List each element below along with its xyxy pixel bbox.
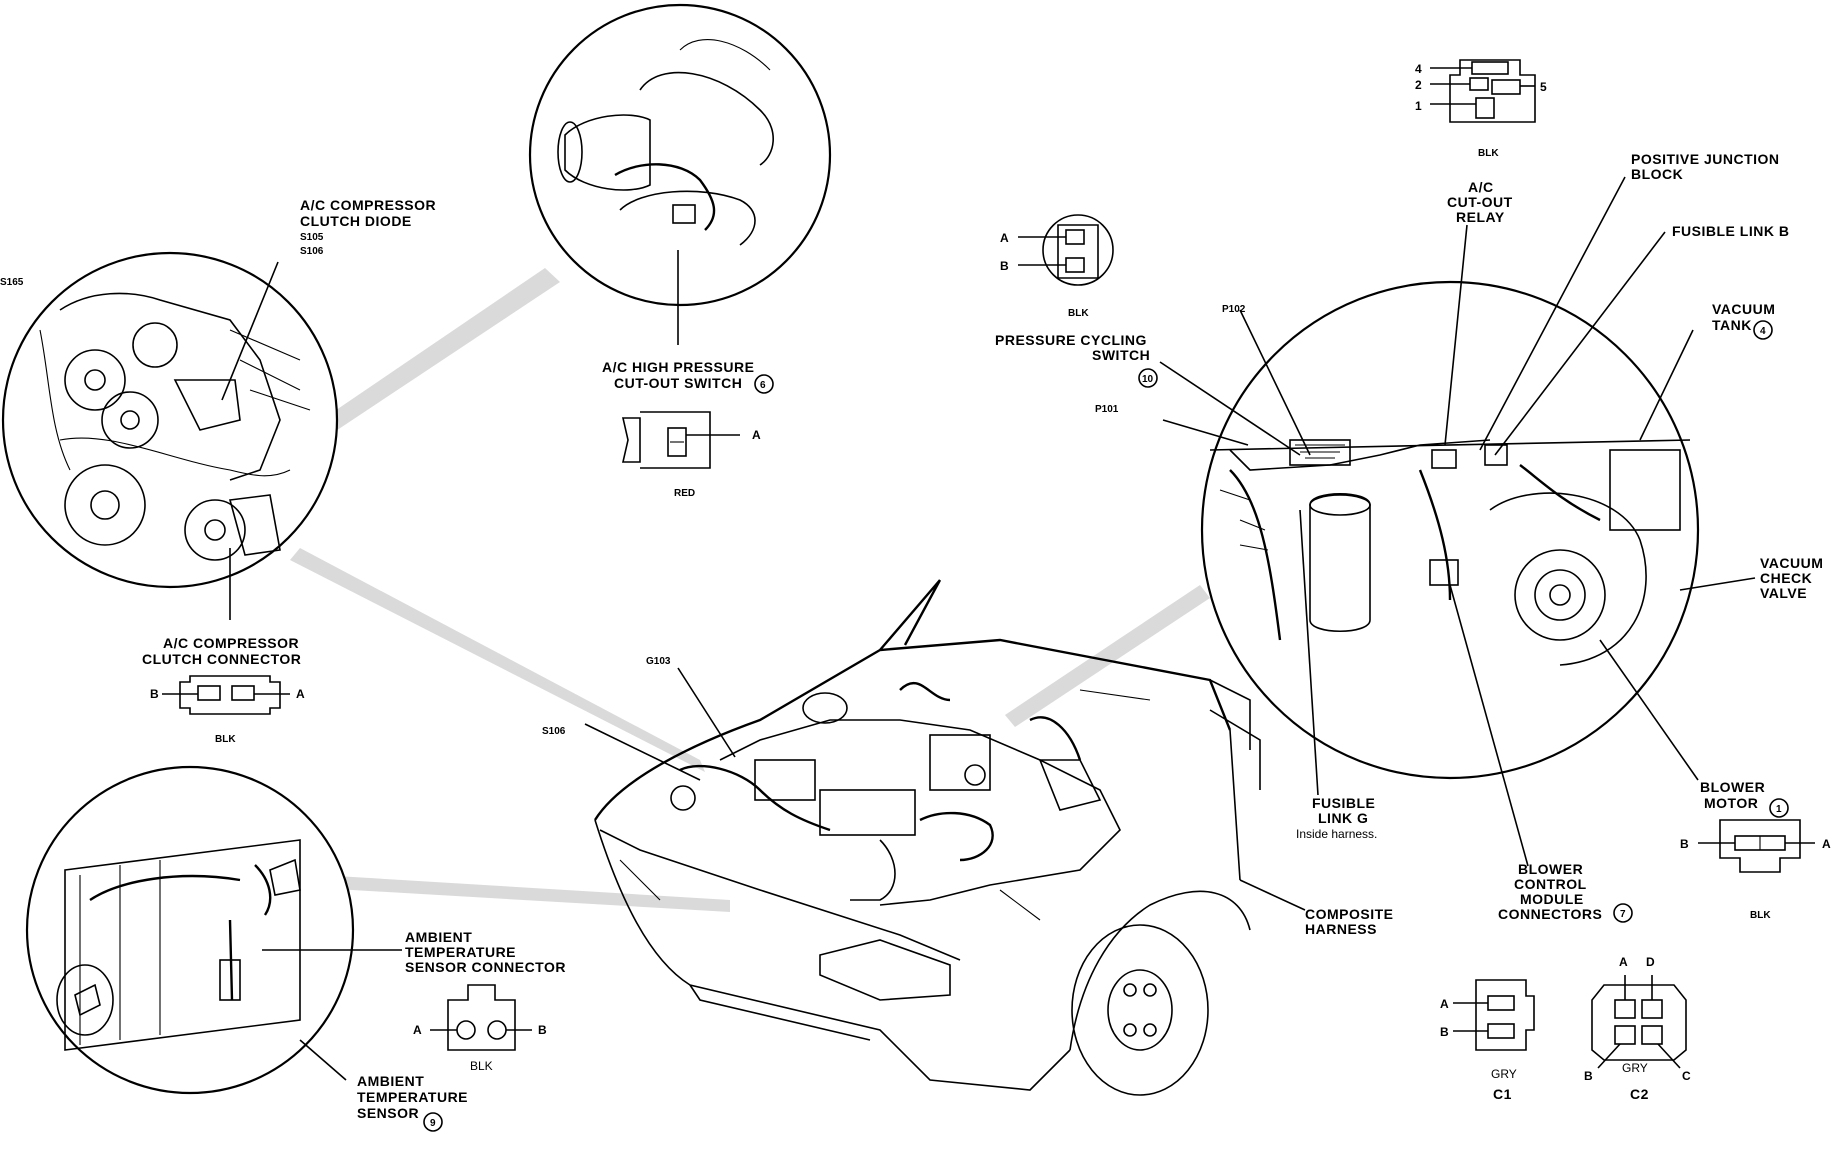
pin-c2-a: A bbox=[1619, 955, 1628, 969]
pin-relay-5: 5 bbox=[1540, 80, 1547, 94]
hp-switch-connector-icon bbox=[621, 411, 740, 469]
label-fusible-g-3: Inside harness. bbox=[1296, 827, 1377, 841]
label-vacuum-check-2: CHECK bbox=[1760, 570, 1812, 586]
relay-connector-icon bbox=[1430, 59, 1536, 123]
label-ambient-sensor-1: AMBIENT bbox=[357, 1073, 424, 1089]
label-gry-c1: GRY bbox=[1491, 1067, 1517, 1081]
label-blower-ctrl-3: MODULE bbox=[1520, 891, 1584, 907]
label-ac-high-press-num: 6 bbox=[760, 380, 766, 391]
label-blower-ctrl-num: 7 bbox=[1620, 909, 1626, 920]
label-fusible-g-2: LINK G bbox=[1318, 810, 1368, 826]
pin-relay-2: 2 bbox=[1415, 78, 1422, 92]
pin-c2-d: D bbox=[1646, 955, 1655, 969]
label-ac-comp-diode-2: CLUTCH DIODE bbox=[300, 213, 412, 229]
callout-beams bbox=[270, 268, 1210, 912]
pin-clutch-b: B bbox=[150, 687, 159, 701]
label-blk-pressure: BLK bbox=[1068, 308, 1089, 319]
engine-detail-circle bbox=[1, 251, 339, 589]
label-ac-comp-diode-1: A/C COMPRESSOR bbox=[300, 197, 436, 213]
label-blower-ctrl-4: CONNECTORS bbox=[1498, 906, 1602, 922]
label-pos-junction-2: BLOCK bbox=[1631, 166, 1683, 182]
label-ambient-conn-1: AMBIENT bbox=[405, 929, 472, 945]
label-blk-ambient: BLK bbox=[470, 1059, 493, 1073]
ambient-sensor-detail-circle bbox=[25, 765, 355, 1095]
label-fusible-b: FUSIBLE LINK B bbox=[1672, 223, 1789, 239]
car-body bbox=[593, 579, 1261, 1096]
label-ac-cutout-relay-3: RELAY bbox=[1456, 209, 1505, 225]
label-ac-cutout-relay-2: CUT-OUT bbox=[1447, 194, 1513, 210]
pin-ambient-b: B bbox=[538, 1023, 547, 1037]
label-blower-ctrl-2: CONTROL bbox=[1514, 876, 1587, 892]
pin-ambient-a: A bbox=[413, 1023, 422, 1037]
pin-c2-b: B bbox=[1584, 1069, 1593, 1083]
pin-c1-a: A bbox=[1440, 997, 1449, 1011]
label-gry-c2: GRY bbox=[1622, 1061, 1648, 1075]
label-ambient-sensor-3: SENSOR bbox=[357, 1105, 419, 1121]
blower-detail-circle bbox=[1200, 280, 1700, 780]
pin-blower-a: A bbox=[1822, 837, 1831, 851]
leader-lines bbox=[221, 176, 1756, 1081]
label-c1: C1 bbox=[1493, 1086, 1512, 1102]
label-ac-clutch-conn-1: A/C COMPRESSOR bbox=[163, 635, 299, 651]
label-ac-comp-diode-3: S105 bbox=[300, 232, 324, 243]
label-ac-high-press-1: A/C HIGH PRESSURE bbox=[602, 359, 754, 375]
c1-connector-icon bbox=[1453, 979, 1535, 1051]
label-vacuum-check-3: VALVE bbox=[1760, 585, 1807, 601]
label-blk-relay: BLK bbox=[1478, 148, 1499, 159]
label-red: RED bbox=[674, 488, 695, 499]
pin-relay-4: 4 bbox=[1415, 62, 1422, 76]
label-pressure-cyc-1: PRESSURE CYCLING bbox=[995, 332, 1147, 348]
label-ac-clutch-conn-2: CLUTCH CONNECTOR bbox=[142, 651, 301, 667]
label-c2: C2 bbox=[1630, 1086, 1649, 1102]
label-composite-1: COMPOSITE bbox=[1305, 906, 1394, 922]
label-ac-cutout-relay-1: A/C bbox=[1468, 179, 1494, 195]
ambient-connector-icon bbox=[430, 984, 532, 1051]
label-blower-motor-2: MOTOR bbox=[1704, 795, 1758, 811]
label-ambient-conn-3: SENSOR CONNECTOR bbox=[405, 959, 566, 975]
pin-c2-c: C bbox=[1682, 1069, 1691, 1083]
pin-hp-a: A bbox=[752, 428, 761, 442]
label-pressure-cyc-num: 10 bbox=[1142, 374, 1154, 385]
pressure-switch-connector-icon bbox=[1018, 214, 1114, 286]
label-p101: P101 bbox=[1095, 404, 1119, 415]
label-pressure-cyc-2: SWITCH bbox=[1092, 347, 1150, 363]
label-s165: S165 bbox=[0, 277, 24, 288]
pin-pressure-a: A bbox=[1000, 231, 1009, 245]
label-vacuum-check-1: VACUUM bbox=[1760, 555, 1823, 571]
circled-numbers bbox=[423, 320, 1789, 1132]
label-ac-comp-diode-4: S106 bbox=[300, 246, 324, 257]
label-vacuum-tank-num: 4 bbox=[1760, 326, 1766, 337]
label-blk-blower: BLK bbox=[1750, 910, 1771, 921]
pin-blower-b: B bbox=[1680, 837, 1689, 851]
label-ac-high-press-2: CUT-OUT SWITCH bbox=[614, 375, 742, 391]
label-blower-motor-num: 1 bbox=[1776, 804, 1782, 815]
label-vacuum-tank-2: TANK bbox=[1712, 317, 1752, 333]
clutch-connector-icon bbox=[162, 675, 290, 715]
hp-switch-detail-circle bbox=[528, 3, 832, 307]
pin-c1-b: B bbox=[1440, 1025, 1449, 1039]
c2-connector-icon bbox=[1591, 975, 1687, 1069]
label-composite-2: HARNESS bbox=[1305, 921, 1377, 937]
label-blk-clutch: BLK bbox=[215, 734, 236, 745]
label-ambient-sensor-num: 9 bbox=[430, 1118, 436, 1129]
label-vacuum-tank-1: VACUUM bbox=[1712, 301, 1775, 317]
pin-relay-1: 1 bbox=[1415, 99, 1422, 113]
pin-clutch-a: A bbox=[296, 687, 305, 701]
label-g103: G103 bbox=[646, 656, 671, 667]
label-s106: S106 bbox=[542, 726, 566, 737]
label-blower-ctrl-1: BLOWER bbox=[1518, 861, 1583, 877]
label-p102: P102 bbox=[1222, 304, 1246, 315]
label-ambient-sensor-2: TEMPERATURE bbox=[357, 1089, 468, 1105]
blower-motor-connector-icon bbox=[1698, 819, 1815, 873]
label-pos-junction-1: POSITIVE JUNCTION bbox=[1631, 151, 1780, 167]
pin-pressure-b: B bbox=[1000, 259, 1009, 273]
label-fusible-g-1: FUSIBLE bbox=[1312, 795, 1375, 811]
label-ambient-conn-2: TEMPERATURE bbox=[405, 944, 516, 960]
label-blower-motor-1: BLOWER bbox=[1700, 779, 1765, 795]
